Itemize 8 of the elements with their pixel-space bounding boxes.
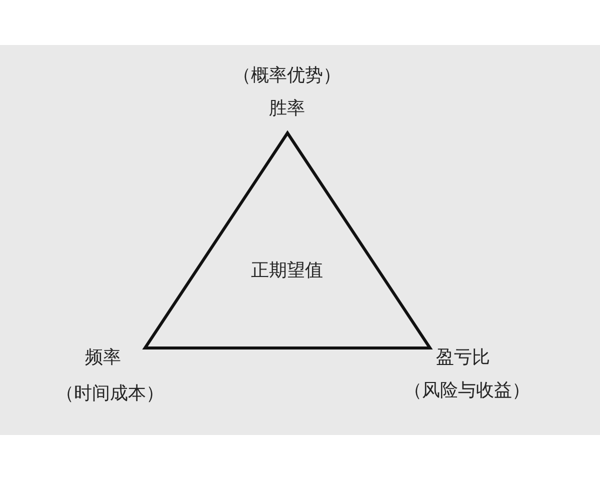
center-label: 正期望值: [251, 259, 323, 282]
note-label: （概率优势）: [233, 64, 341, 87]
vertex-label: 盈亏比: [436, 346, 490, 369]
vertex-label: 频率: [85, 346, 121, 369]
note-label: （风险与收益）: [404, 379, 530, 402]
vertex-label: 胜率: [269, 97, 305, 120]
triangle-shape: [145, 133, 430, 348]
note-label: （时间成本）: [56, 382, 164, 405]
